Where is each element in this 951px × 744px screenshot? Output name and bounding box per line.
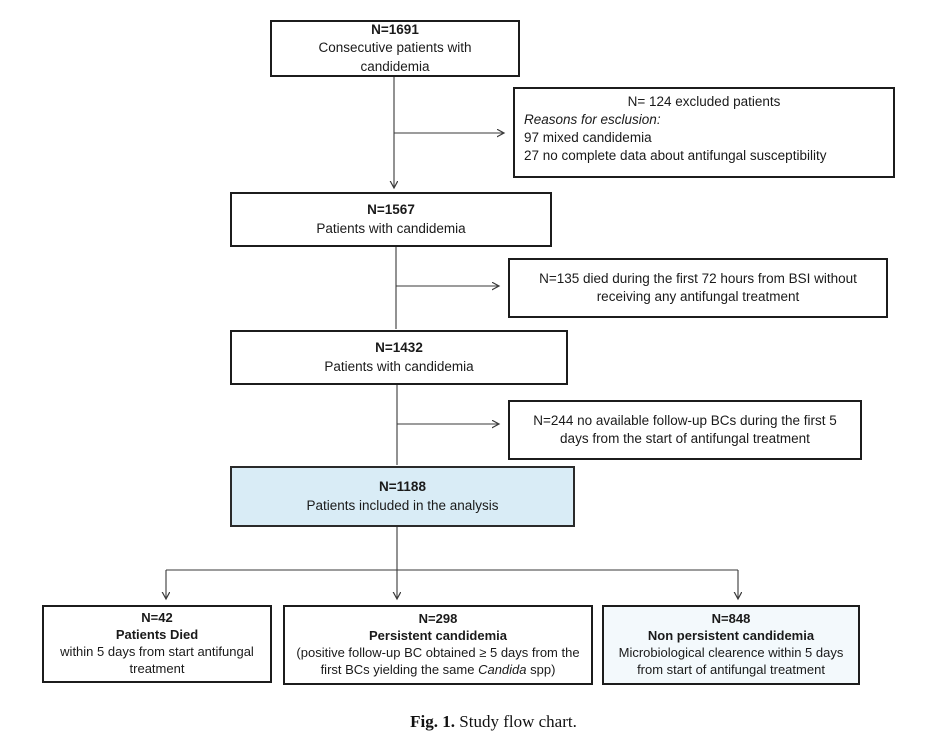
node-label: Patients with candidemia — [316, 220, 466, 236]
node-label: Patients with candidemia — [324, 358, 474, 374]
node-no-followup-bcs: N=244 no available follow-up BCs during … — [508, 400, 862, 460]
node-consecutive-patients: N=1691 Consecutive patients with candide… — [270, 20, 520, 77]
node-count: N=1188 — [379, 479, 426, 495]
node-count: N=1432 — [375, 340, 423, 356]
node-excluded-patients: N= 124 excluded patients Reasons for esc… — [513, 87, 895, 178]
figure-caption-label: Fig. 1. — [410, 712, 456, 731]
outcome-desc: Microbiological clearence within 5 days … — [618, 645, 844, 677]
figure-caption: Fig. 1. Study flow chart. — [18, 712, 951, 732]
outcome-title: Persistent candidemia — [369, 628, 507, 644]
excluded-title: N= 124 excluded patients — [627, 94, 781, 109]
node-patients-1567: N=1567 Patients with candidemia — [230, 192, 552, 247]
excluded-reason: 27 no complete data about antifungal sus… — [524, 148, 827, 164]
desc-part: spp) — [526, 661, 556, 677]
figure-caption-text: Study flow chart. — [459, 712, 577, 731]
desc-part: (positive follow-up BC obtained ≥ 5 days… — [296, 645, 580, 677]
node-outcome-died: N=42 Patients Died within 5 days from st… — [42, 605, 272, 683]
node-label: Patients included in the analysis — [306, 497, 499, 513]
excluded-reasons-heading: Reasons for esclusion: — [524, 112, 661, 128]
node-count: N=298 — [418, 611, 458, 627]
node-count: N=42 — [141, 610, 173, 626]
node-died-72h: N=135 died during the first 72 hours fro… — [508, 258, 888, 318]
outcome-title: Non persistent candidemia — [647, 628, 815, 644]
outcome-title: Patients Died — [115, 627, 199, 643]
node-outcome-persistent: N=298 Persistent candidemia (positive fo… — [283, 605, 593, 685]
node-text: N=244 no available follow-up BCs during … — [533, 412, 837, 446]
node-count: N=848 — [711, 611, 751, 627]
node-included-in-analysis: N=1188 Patients included in the analysis — [230, 466, 575, 527]
outcome-desc: within 5 days from start antifungal trea… — [60, 644, 254, 676]
node-count: N=1691 — [371, 22, 419, 38]
node-patients-1432: N=1432 Patients with candidemia — [230, 330, 568, 385]
excluded-reason: 97 mixed candidemia — [524, 130, 652, 146]
node-label: Consecutive patients with candidemia — [318, 40, 472, 74]
desc-candida-italic: Candida — [478, 661, 527, 677]
node-outcome-nonpersistent: N=848 Non persistent candidemia Microbio… — [602, 605, 860, 685]
node-text: N=135 died during the first 72 hours fro… — [539, 270, 857, 304]
outcome-desc: (positive follow-up BC obtained ≥ 5 days… — [293, 645, 583, 679]
node-count: N=1567 — [367, 202, 415, 218]
